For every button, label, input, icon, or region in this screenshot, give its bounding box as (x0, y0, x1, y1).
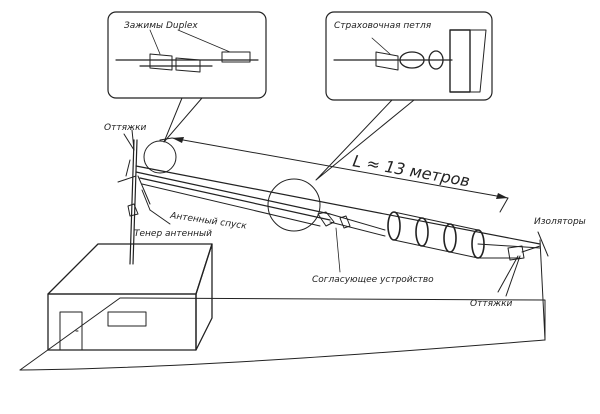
guys-left-label: Оттяжки (104, 123, 147, 133)
house-door (59, 311, 83, 351)
clamps-label: Зажимы Duplex (124, 21, 198, 31)
coils (317, 211, 485, 259)
loop-label-text: Страховочная петля (334, 21, 432, 31)
callout-clamps: Зажимы Duplex (107, 11, 267, 143)
dimension-line (159, 137, 509, 213)
house (47, 243, 213, 351)
callout-loop: Страховочная петля (315, 11, 493, 181)
antenna-wire (135, 165, 541, 245)
mast-label: Тенер антенный (134, 229, 212, 239)
length-label: L ≈ 13 метров (351, 151, 471, 190)
zoom-circle-mid (267, 178, 321, 232)
guys-right (497, 255, 521, 297)
house-window (107, 311, 147, 327)
ground-plane (19, 239, 546, 371)
mast (117, 139, 151, 265)
insulators-end (477, 231, 549, 261)
zoom-circle-left (143, 140, 177, 174)
insulators-label: Изоляторы (534, 217, 586, 227)
matching-device-label: Согласующее устройство (312, 275, 434, 285)
guys-left (123, 129, 135, 177)
guys-right-label: Оттяжки (470, 299, 513, 309)
loop-label: Страховочная петля (334, 21, 432, 31)
